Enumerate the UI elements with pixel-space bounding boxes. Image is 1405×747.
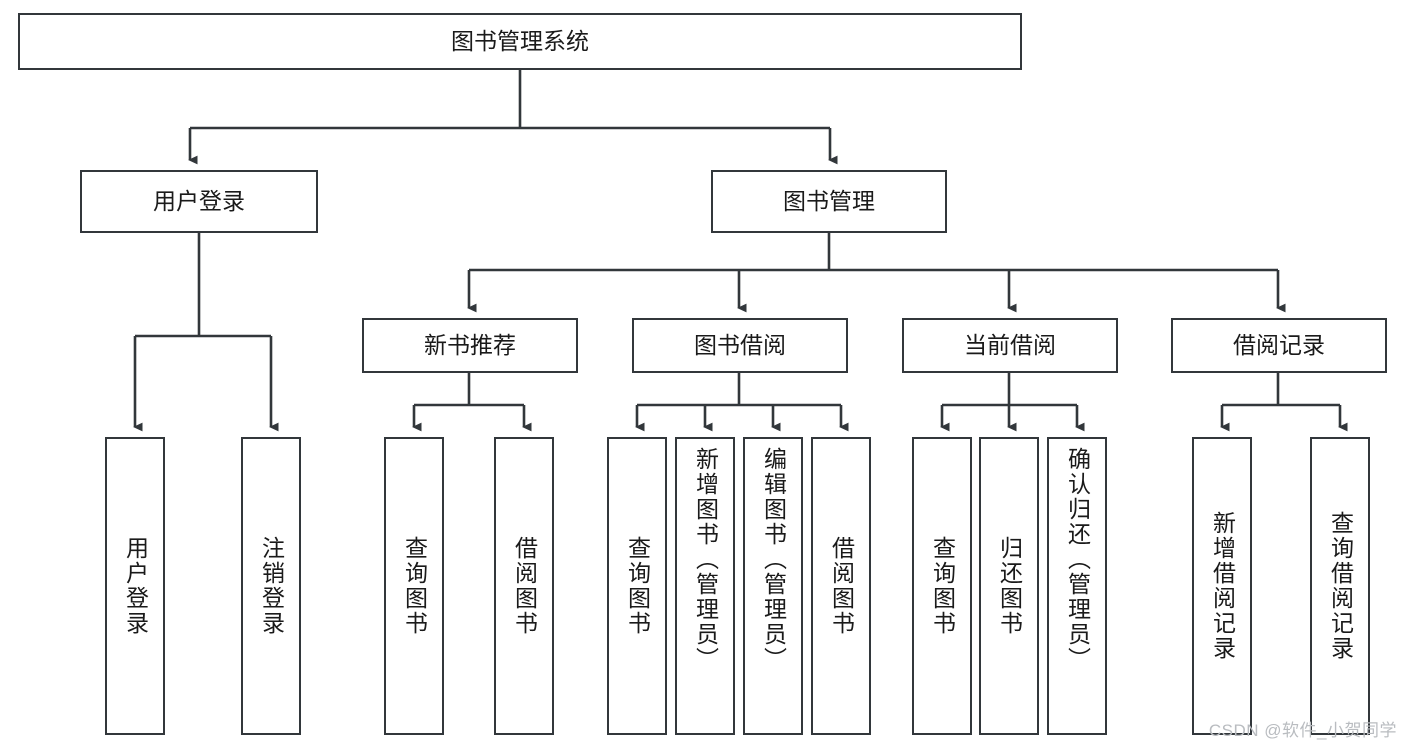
node-borrow-record[interactable]: 借阅记录	[1171, 318, 1387, 373]
node-leaf-logout-label: 注销登录	[258, 536, 285, 636]
node-current-borrow-label: 当前借阅	[964, 331, 1056, 358]
node-leaf-query-book-3-label: 查询图书	[929, 536, 956, 636]
node-leaf-add-book-label: 新增图书（管理员）	[692, 447, 719, 672]
node-user-login-label: 用户登录	[153, 187, 245, 214]
node-leaf-borrow-book-2[interactable]: 借阅图书	[811, 437, 871, 735]
node-root-label: 图书管理系统	[451, 27, 589, 54]
node-book-borrow-label: 图书借阅	[694, 331, 786, 358]
node-leaf-query-book-2-label: 查询图书	[624, 536, 651, 636]
node-borrow-record-label: 借阅记录	[1233, 331, 1325, 358]
node-current-borrow[interactable]: 当前借阅	[902, 318, 1118, 373]
node-book-manage-label: 图书管理	[783, 187, 875, 214]
node-leaf-query-book-2[interactable]: 查询图书	[607, 437, 667, 735]
node-leaf-return-book-label: 归还图书	[996, 536, 1023, 636]
node-leaf-edit-book-label: 编辑图书（管理员）	[760, 447, 787, 672]
node-new-book-rec-label: 新书推荐	[424, 331, 516, 358]
node-root[interactable]: 图书管理系统	[18, 13, 1022, 70]
node-leaf-logout[interactable]: 注销登录	[241, 437, 301, 735]
csdn-watermark: CSDN @软件_小贺同学	[1208, 721, 1397, 740]
node-leaf-add-book[interactable]: 新增图书（管理员）	[675, 437, 735, 735]
node-new-book-rec[interactable]: 新书推荐	[362, 318, 578, 373]
node-leaf-query-record[interactable]: 查询借阅记录	[1310, 437, 1370, 735]
node-leaf-borrow-book-2-label: 借阅图书	[828, 536, 855, 636]
node-user-login[interactable]: 用户登录	[80, 170, 318, 233]
node-leaf-add-record-label: 新增借阅记录	[1209, 511, 1236, 661]
node-book-manage[interactable]: 图书管理	[711, 170, 947, 233]
node-leaf-user-login-label: 用户登录	[122, 536, 149, 636]
node-leaf-query-book-3[interactable]: 查询图书	[912, 437, 972, 735]
node-book-borrow[interactable]: 图书借阅	[632, 318, 848, 373]
node-leaf-borrow-book-1-label: 借阅图书	[511, 536, 538, 636]
node-leaf-query-book-1[interactable]: 查询图书	[384, 437, 444, 735]
node-leaf-edit-book[interactable]: 编辑图书（管理员）	[743, 437, 803, 735]
node-leaf-confirm-return-label: 确认归还（管理员）	[1064, 447, 1091, 672]
node-leaf-return-book[interactable]: 归还图书	[979, 437, 1039, 735]
node-leaf-confirm-return[interactable]: 确认归还（管理员）	[1047, 437, 1107, 735]
node-leaf-query-record-label: 查询借阅记录	[1327, 511, 1354, 661]
node-leaf-borrow-book-1[interactable]: 借阅图书	[494, 437, 554, 735]
node-leaf-query-book-1-label: 查询图书	[401, 536, 428, 636]
node-leaf-user-login[interactable]: 用户登录	[105, 437, 165, 735]
node-leaf-add-record[interactable]: 新增借阅记录	[1192, 437, 1252, 735]
